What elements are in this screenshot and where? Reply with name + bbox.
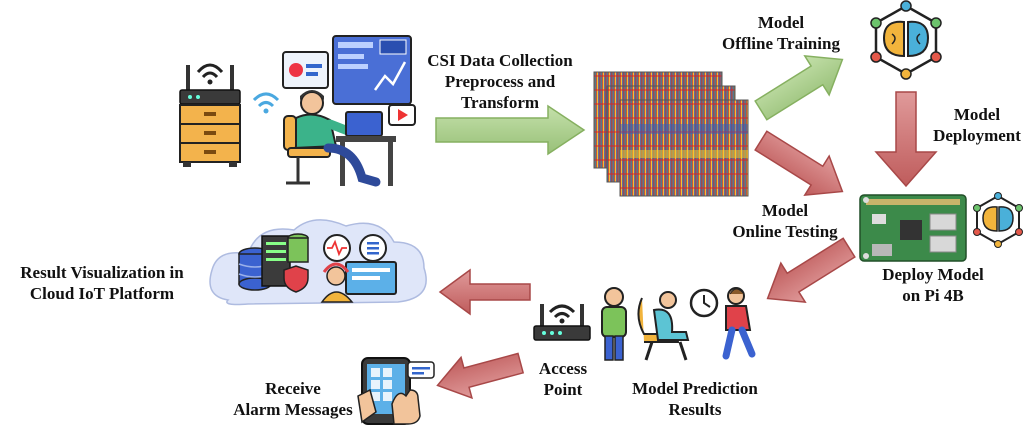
label-result-visualization: Result Visualization in Cloud IoT Platfo… <box>4 262 200 304</box>
raspberry-pi-icon <box>859 194 967 262</box>
arrow-csi-to-testing <box>754 130 844 196</box>
label-line: Receive <box>265 379 321 398</box>
label-line: Point <box>543 380 583 399</box>
label-access-point: Access Point <box>528 358 598 400</box>
label-line: Preprocess and <box>444 72 556 91</box>
label-line: Results <box>668 400 722 419</box>
smartphone-alarm-icon <box>357 357 435 425</box>
arrow-to-phone <box>436 352 525 400</box>
label-line: Offline Training <box>722 34 840 53</box>
people-activity-icon <box>601 287 756 361</box>
arrow-csi-to-training <box>754 55 844 121</box>
label-prediction-results: Model Prediction Results <box>620 378 770 420</box>
label-deploy-pi: Deploy Model on Pi 4B <box>868 264 998 306</box>
router-icon <box>179 63 241 167</box>
csi-heatmap-icon <box>593 71 749 197</box>
label-line: Cloud IoT Platform <box>29 284 175 303</box>
wifi-signal-icon <box>252 92 280 114</box>
label-offline-training: Model Offline Training <box>706 12 856 54</box>
label-line: Result Visualization in <box>20 263 184 282</box>
label-line: Access <box>538 359 588 378</box>
cloud-platform-icon <box>209 219 427 306</box>
ai-brain-small-icon <box>973 192 1023 248</box>
label-line: on Pi 4B <box>902 286 964 305</box>
access-point-icon <box>533 304 591 341</box>
label-line: Deploy Model <box>882 265 984 284</box>
label-line: Deployment <box>933 126 1021 145</box>
label-line: Model <box>953 105 1001 124</box>
label-line: Online Testing <box>732 222 838 241</box>
label-line: Transform <box>460 93 540 112</box>
ai-brain-icon <box>870 0 942 80</box>
label-line: Alarm Messages <box>233 400 353 419</box>
arrow-collection-to-csi <box>435 104 586 156</box>
label-line: CSI Data Collection <box>427 51 573 70</box>
label-line: Model Prediction <box>632 379 758 398</box>
arrow-pi-to-prediction <box>766 237 856 303</box>
label-line: Model <box>761 201 809 220</box>
label-online-testing: Model Online Testing <box>720 200 850 242</box>
label-model-deployment: Model Deployment <box>924 104 1030 146</box>
label-receive-alarm: Receive Alarm Messages <box>228 378 358 420</box>
engineer-workstation-icon <box>282 35 416 187</box>
label-line: Model <box>757 13 805 32</box>
arrow-to-cloud <box>438 268 531 316</box>
label-csi-collection: CSI Data Collection Preprocess and Trans… <box>415 50 585 113</box>
arrow-training-to-pi <box>874 91 938 188</box>
